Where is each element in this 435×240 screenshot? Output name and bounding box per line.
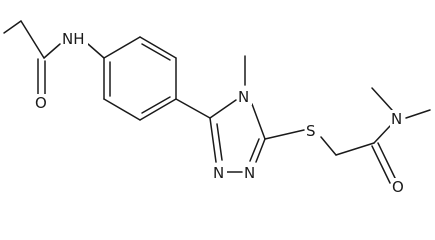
atom-n2-triazole: N <box>213 164 224 182</box>
bond-carbonyl-nh <box>43 43 61 59</box>
atom-s: S <box>306 122 316 140</box>
bond-carbonyl-namide <box>373 125 391 144</box>
benzene-double-2 <box>141 96 171 114</box>
atom-n-dimethyl: N <box>391 110 402 128</box>
atom-nh: NH <box>62 30 85 48</box>
bond-carbonyl-o2-b <box>377 142 397 181</box>
benzene-bond-1 <box>103 36 141 59</box>
triazole-ring <box>209 99 266 173</box>
benzene-bond-4 <box>139 98 177 121</box>
atom-o-propanamide: O <box>35 94 47 112</box>
bond-s-ch2 <box>320 136 337 156</box>
bond-c5-s <box>264 129 305 140</box>
molecule-diagram: NH O N N N S O N <box>3 20 431 196</box>
benzene-bond-5 <box>103 98 141 121</box>
triazole-n4-c5 <box>251 103 266 140</box>
atom-n1-triazole: N <box>244 164 255 182</box>
atom-labels: NH O N N N S O N <box>34 29 405 196</box>
triazole-n2-c3 <box>209 117 217 163</box>
bond-namide-me1 <box>371 87 393 111</box>
triazole-c5-n1 <box>255 138 266 163</box>
atom-n4-triazole: N <box>238 88 249 106</box>
bond-benzene-triazole <box>175 98 211 119</box>
bond-carbonyl-o2-a <box>371 145 391 184</box>
bond-ch2-carbonyl <box>335 142 375 156</box>
triazole-c5-n1-double <box>249 138 260 162</box>
benzene-bond-2 <box>139 36 177 59</box>
triazole-n2-c3-double <box>216 123 223 161</box>
thioacetamide-chain <box>264 87 431 184</box>
propanoyl-chain <box>3 20 61 95</box>
triazole-c3-n4 <box>209 99 237 119</box>
bond-ethyl-ch2-carbonyl <box>20 20 45 59</box>
benzene-double-1 <box>141 43 171 61</box>
structure-canvas: NH O N N N S O N <box>3 20 431 196</box>
atom-o-acetamide: O <box>392 178 404 196</box>
bond-nh-benzene <box>87 43 105 59</box>
bond-ethyl-ch3-ch2 <box>3 20 22 34</box>
bond-namide-me2 <box>405 109 431 119</box>
benzene-ring <box>103 36 177 121</box>
